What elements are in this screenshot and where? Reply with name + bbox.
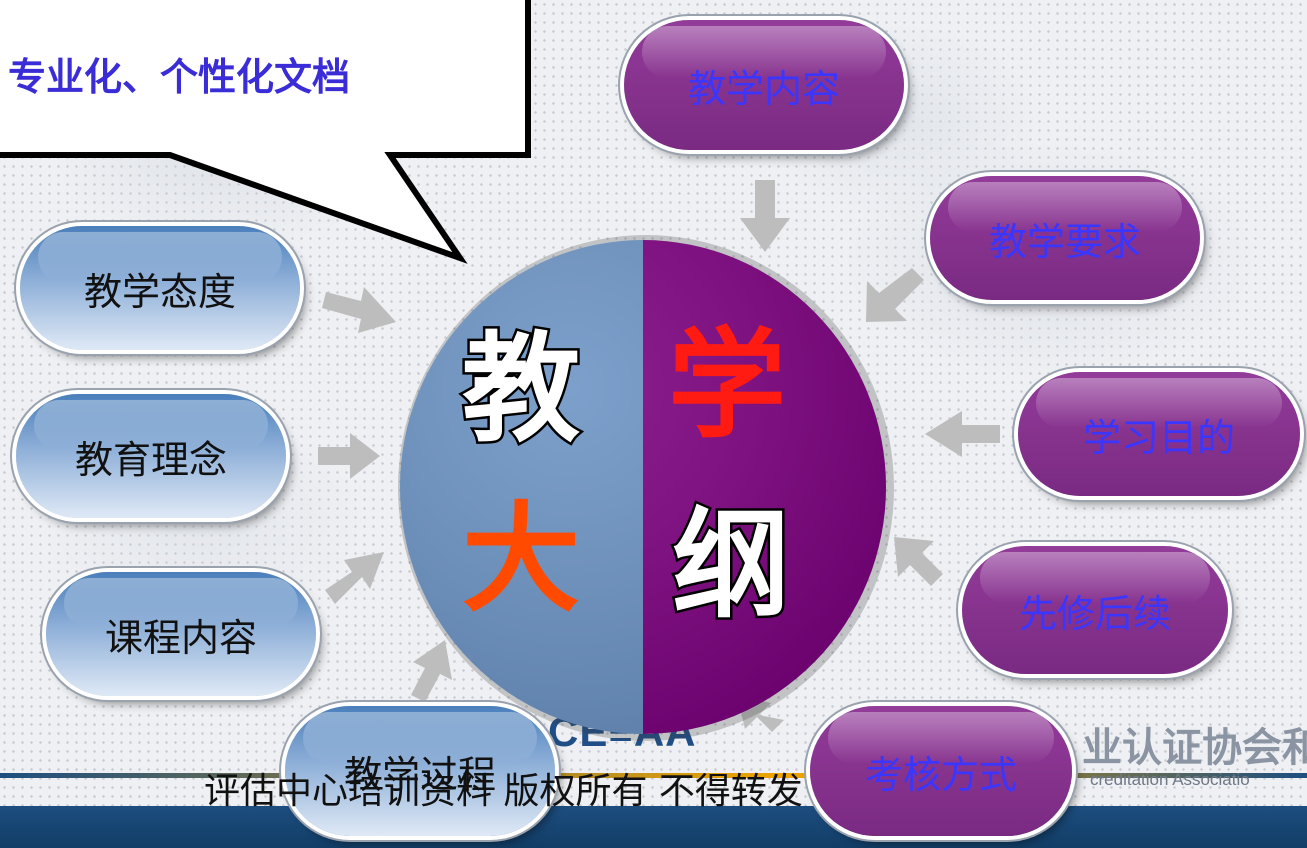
arrow-from-right [925,411,1000,457]
pill-label: 教育理念 [74,437,227,482]
center-char-gang: 纲 [669,496,792,634]
center-char-xue: 学 [668,316,787,454]
copyright-watermark: 评估中心培训资料 版权所有 不得转发 [204,771,803,812]
footer-bar [0,806,1307,848]
pill-label: 考核方式 [864,752,1017,797]
pill-highlight [1036,378,1282,428]
pill-highlight [64,578,298,628]
pill-highlight [303,712,537,764]
pill-education-philosophy[interactable]: 教育理念 [16,394,286,518]
pill-course-content[interactable]: 课程内容 [46,572,316,696]
callout-title: 专业化、个性化文档 [8,54,351,99]
pill-teaching-requirements[interactable]: 教学要求 [930,176,1200,300]
pill-label: 课程内容 [104,615,257,660]
pill-label: 教学内容 [687,66,840,111]
pill-label: 教学过程 [343,752,496,797]
pill-teaching-content[interactable]: 教学内容 [624,20,904,150]
pill-highlight [642,26,886,78]
pill-label: 教学要求 [988,219,1141,264]
logo-english-name: creditation Associatio [1090,770,1250,789]
pill-label: 教学态度 [83,269,236,314]
center-char-da: 大 [462,490,581,628]
arrow-from-bottom-left [411,640,452,702]
pill-label: 先修后续 [1018,591,1171,636]
pill-prerequisites-followups[interactable]: 先修后续 [962,546,1228,674]
pill-learning-objectives[interactable]: 学习目的 [1018,372,1300,496]
pill-highlight [980,552,1210,604]
center-char-jiao: 教 [459,320,582,458]
pill-highlight [948,182,1182,232]
pill-label: 学习目的 [1082,415,1235,460]
arrow-from-upper-right [866,268,924,322]
pill-assessment-method[interactable]: 考核方式 [810,706,1072,836]
pill-highlight [828,712,1054,764]
arrow-from-upper-left [322,287,396,333]
pill-highlight [34,400,268,450]
arrow-from-lower-right [894,537,943,586]
arrow-from-lower-left [325,552,384,604]
arrow-from-left [318,433,380,479]
footer-stripe [0,773,1307,778]
pill-highlight [38,232,282,282]
logo-chinese-name: 业认证协会和 [1082,725,1307,771]
arrow-from-top [740,180,790,252]
pill-teaching-attitude[interactable]: 教学态度 [20,226,300,350]
pill-teaching-process[interactable]: 教学过程 [285,706,555,836]
